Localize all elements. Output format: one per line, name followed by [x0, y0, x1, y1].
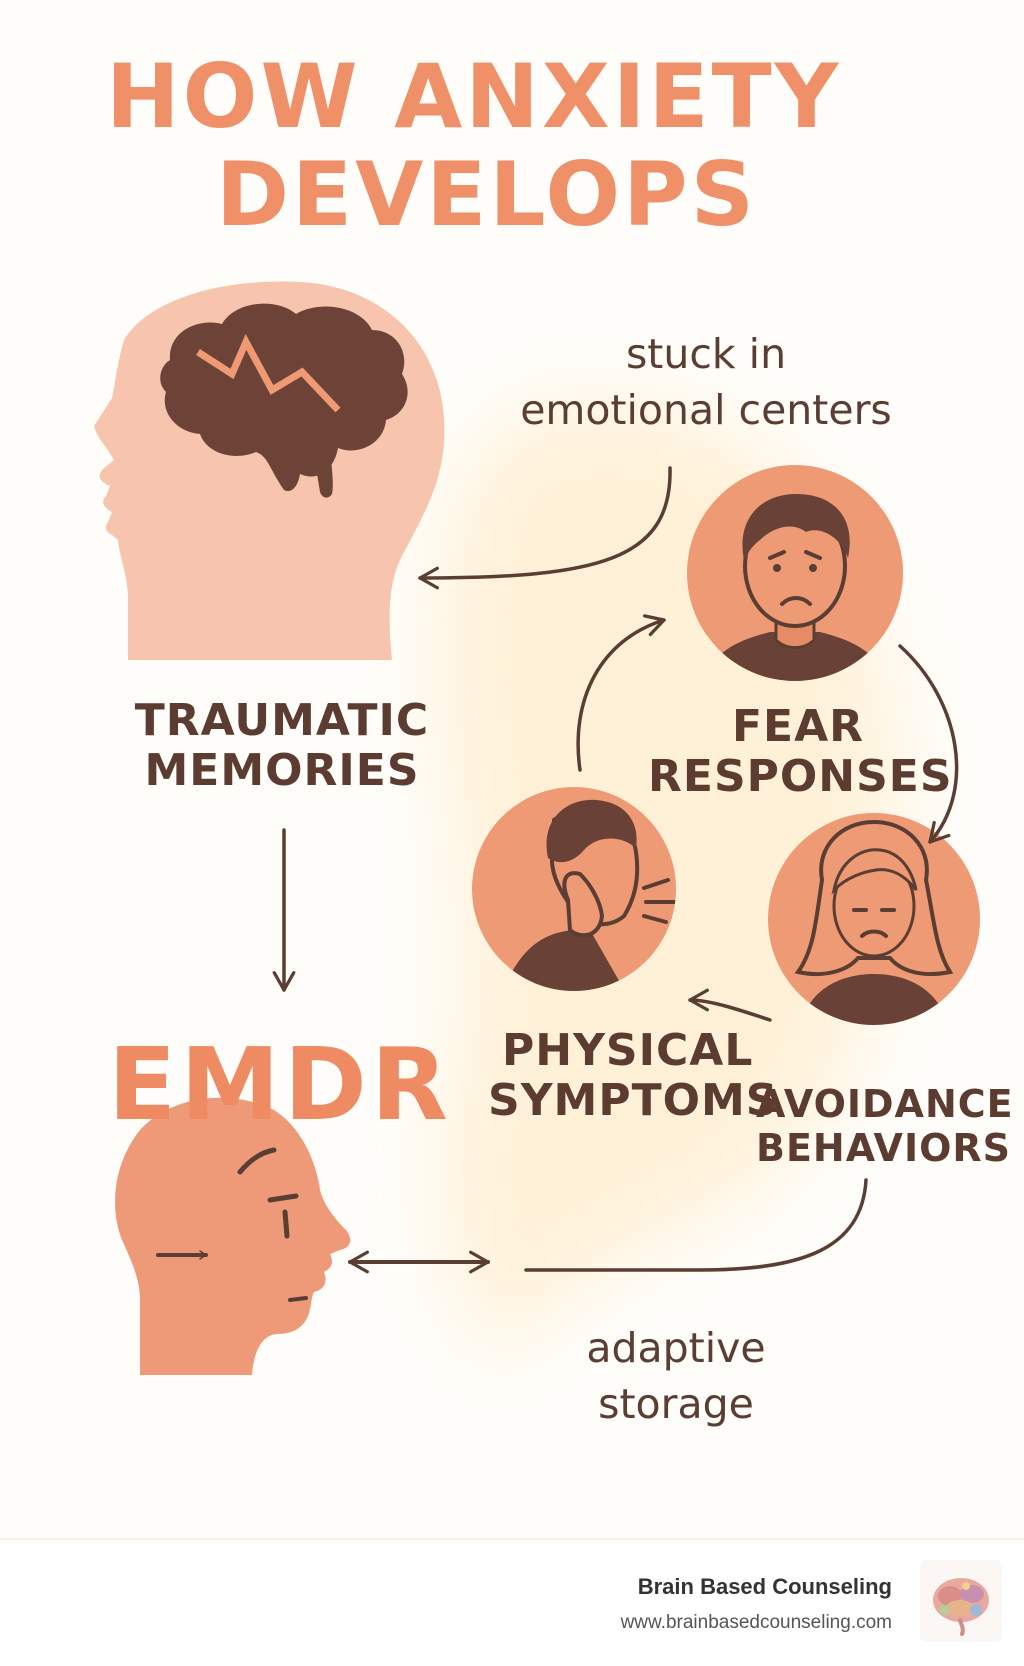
diagram-artwork — [94, 281, 980, 1375]
arrow-stuck-to-memories — [418, 466, 672, 590]
sad-woman-icon — [768, 813, 980, 1025]
footer: Brain Based Counseling www.brainbasedcou… — [0, 1538, 1024, 1666]
title-line-2: DEVELOPS — [216, 143, 757, 246]
label-physical-symptoms: PHYSICAL SYMPTOMS — [488, 1025, 779, 1126]
label-physical-line-1: PHYSICAL — [502, 1025, 754, 1076]
arrow-avoidance-to-storage — [524, 1178, 868, 1272]
label-fear-line-1: FEAR — [731, 701, 865, 752]
arrow-physical-to-fear — [576, 614, 666, 772]
label-avoidance-line-2: BEHAVIORS — [756, 1126, 1012, 1170]
note-adaptive-line-1: adaptive — [586, 1324, 766, 1372]
head-with-brain-lightning-icon — [94, 281, 445, 660]
note-stuck-line-1: stuck in — [625, 330, 787, 378]
brand-url[interactable]: www.brainbasedcounseling.com — [620, 1612, 892, 1633]
connector-arrows — [272, 466, 959, 1274]
arrow-fear-to-avoidance — [898, 644, 959, 844]
label-avoidance-behaviors: AVOIDANCE BEHAVIORS — [756, 1082, 1014, 1170]
label-avoidance-line-1: AVOIDANCE — [756, 1082, 1014, 1126]
label-fear-line-2: RESPONSES — [648, 751, 953, 802]
label-traumatic-line-2: MEMORIES — [144, 745, 420, 796]
label-traumatic-memories: TRAUMATIC MEMORIES — [112, 696, 452, 796]
note-stuck-in-emotional-centers: stuck in emotional centers — [486, 326, 926, 438]
head-eye-movement-icon — [115, 1097, 351, 1375]
title-line-1: HOW ANXIETY — [106, 45, 842, 148]
note-stuck-line-2: emotional centers — [520, 386, 892, 434]
note-adaptive-line-2: storage — [598, 1380, 754, 1428]
page-title: HOW ANXIETY DEVELOPS — [106, 48, 841, 244]
label-physical-line-2: SYMPTOMS — [488, 1075, 779, 1126]
brand-name: Brain Based Counseling — [637, 1574, 892, 1599]
label-emdr: EMDR — [108, 1026, 452, 1143]
label-traumatic-line-1: TRAUMATIC — [134, 695, 430, 746]
arrow-avoidance-to-physical — [688, 988, 772, 1022]
note-adaptive-storage: adaptive storage — [536, 1320, 816, 1432]
label-fear-responses: FEAR RESPONSES — [648, 701, 953, 802]
brand-logo-brain-icon — [920, 1560, 1002, 1642]
